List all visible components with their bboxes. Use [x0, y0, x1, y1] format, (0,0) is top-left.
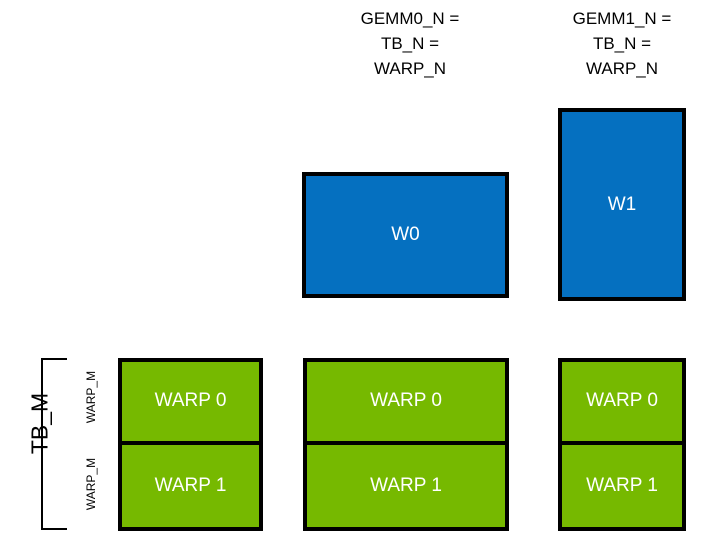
warp-partition-cell: WARP 1: [307, 445, 505, 528]
warp-tile-w0: W0: [302, 172, 509, 298]
warp-partition-stack-2: WARP 0 WARP 1: [558, 358, 686, 531]
warp-partition-cell: WARP 0: [122, 362, 259, 445]
warp-partition-stack-0: WARP 0 WARP 1: [118, 358, 263, 531]
column-header-gemm0: GEMM0_N = TB_N = WARP_N: [360, 9, 460, 78]
warp-partition-label: WARP 0: [154, 390, 227, 412]
warp-partition-label: WARP 0: [586, 390, 658, 412]
warp-tile-w0-label: W0: [391, 224, 420, 245]
warp-partition-cell: WARP 1: [562, 445, 682, 528]
tb-m-bracket: [41, 358, 67, 530]
warp-partition-cell: WARP 0: [307, 362, 505, 445]
warp-partition-label: WARP 0: [370, 390, 442, 412]
warp-tile-w1-label: W1: [607, 193, 637, 215]
warp-partition-cell: WARP 1: [122, 445, 259, 528]
warp-partition-cell: WARP 0: [562, 362, 682, 445]
warp-partition-label: WARP 1: [154, 474, 227, 496]
warp-tile-w1: W1: [558, 108, 686, 301]
warp-m-label-bottom: WARP_M: [84, 457, 98, 511]
warp-partition-label: WARP 1: [370, 474, 442, 496]
warp-partition-label: WARP 1: [586, 474, 658, 496]
warp-partition-stack-1: WARP 0 WARP 1: [303, 358, 509, 531]
warp-m-label-top: WARP_M: [84, 370, 98, 424]
column-header-gemm1: GEMM1_N = TB_N = WARP_N: [572, 9, 672, 78]
